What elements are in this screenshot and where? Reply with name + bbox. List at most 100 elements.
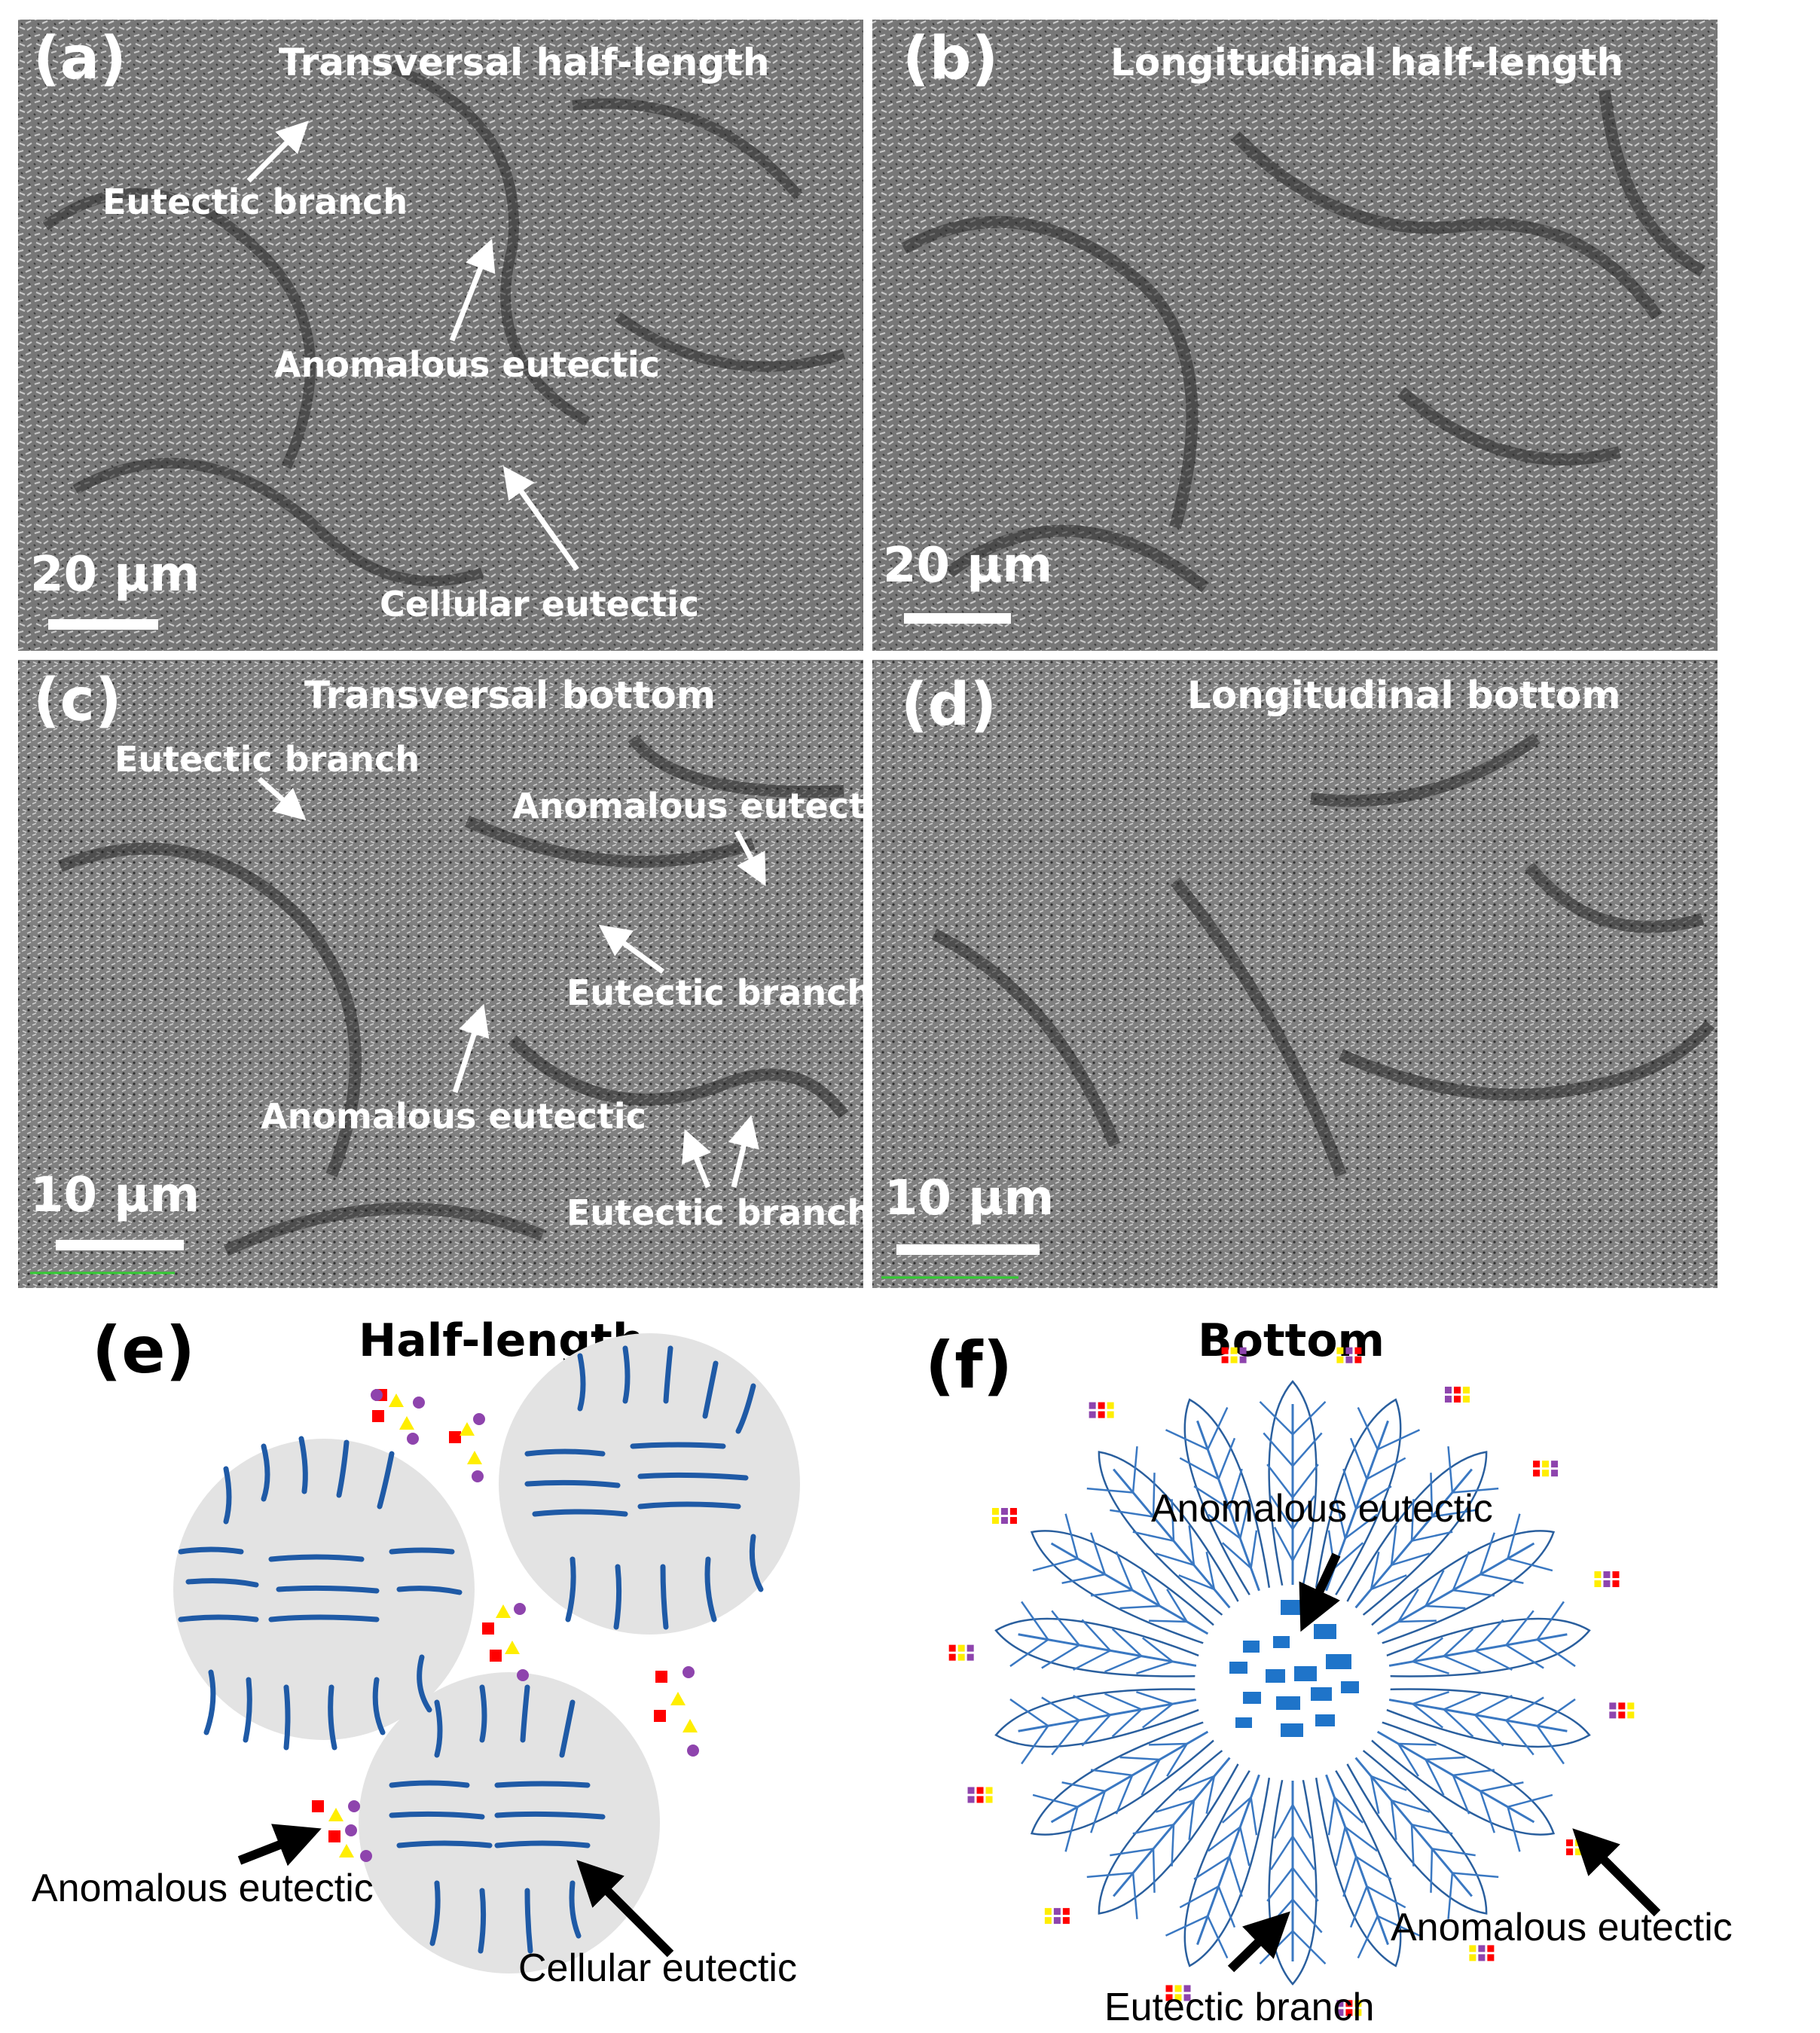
anomalous-marker — [1454, 1386, 1461, 1393]
petal-twig — [1131, 1446, 1138, 1493]
petal-twig — [1344, 1826, 1378, 1852]
petal-twig — [1086, 1872, 1134, 1879]
petal-twig — [1208, 1513, 1241, 1540]
anomalous-marker — [1345, 2009, 1353, 2016]
petal-twig — [1205, 1552, 1216, 1590]
petal — [1183, 1763, 1272, 1967]
anomalous-marker — [976, 1787, 984, 1794]
petal-twig — [1273, 1526, 1294, 1561]
petal-twig — [1391, 1552, 1431, 1567]
anomalous-marker — [1165, 1994, 1173, 2001]
anomalous-marker — [1594, 1580, 1602, 1588]
petal-twig — [1412, 1637, 1443, 1662]
petal-twig — [1425, 1570, 1445, 1607]
petal-twig — [1447, 1446, 1454, 1493]
scale-label-c: 10 µm — [30, 1168, 200, 1223]
anomalous-core — [1195, 1585, 1391, 1781]
petal-twig — [1110, 1509, 1154, 1518]
anomalous-marker — [957, 1644, 965, 1652]
petal-twig — [1064, 1513, 1079, 1559]
anomalous-marker — [976, 1796, 984, 1803]
petal-twig — [1410, 1824, 1415, 1867]
anomalous-marker — [991, 1517, 999, 1524]
petal-twig — [1366, 1885, 1406, 1909]
arrow-eutectic-branch-c3b — [728, 1115, 759, 1188]
anomalous-marker — [1609, 1702, 1617, 1710]
petal-twig — [1149, 1742, 1187, 1746]
petal-twig — [1141, 1759, 1161, 1796]
anomalous-marker — [966, 1653, 974, 1661]
sem-image-b — [872, 20, 1718, 651]
anomalous-marker — [985, 1796, 993, 1803]
petal-twig — [1179, 1885, 1220, 1909]
anomalous-markers-e2 — [482, 1603, 529, 1681]
anomalous-marker — [1230, 1347, 1238, 1354]
anomalous-marker — [1487, 1945, 1495, 1952]
label-anomalous-eutectic-f1: Anomalous eutectic — [1151, 1487, 1493, 1531]
petal-twig — [1333, 1542, 1364, 1569]
petal-twig — [1480, 1532, 1495, 1575]
anomalous-marker — [1627, 1711, 1635, 1719]
petal-twig — [1136, 1660, 1173, 1675]
petal-twig — [1193, 1485, 1230, 1510]
anomalous-marker — [1575, 1848, 1583, 1855]
petal-twig — [1228, 1856, 1243, 1897]
petal-twig — [1342, 1856, 1357, 1897]
petal-twig — [1061, 1573, 1106, 1584]
petal-twig — [1474, 1694, 1513, 1716]
anomalous-marker — [1336, 1356, 1344, 1363]
petal-twig — [1266, 1464, 1293, 1498]
sem-image-d — [872, 660, 1718, 1288]
petal-twig — [1292, 1400, 1327, 1436]
petal-twig — [1250, 1530, 1258, 1569]
petal-twig — [1115, 1551, 1134, 1591]
cell-e-bottom — [359, 1672, 660, 1973]
panel-letter-d: (d) — [901, 671, 997, 739]
petal-twig — [1086, 1487, 1134, 1494]
anomalous-marker — [1354, 1347, 1362, 1354]
petal-twig — [1335, 1499, 1346, 1539]
petal-twig — [1474, 1619, 1504, 1652]
petal-twig — [1397, 1589, 1419, 1622]
petal-twig — [1119, 1756, 1160, 1761]
petal-twig — [1370, 1775, 1380, 1814]
anomalous-marker — [1221, 1347, 1229, 1354]
petal-twig — [1152, 1473, 1156, 1517]
petal-twig — [1480, 1573, 1524, 1584]
petal-twig — [1041, 1696, 1080, 1722]
petal-twig — [1425, 1604, 1466, 1610]
scale-bar-a — [48, 619, 158, 630]
petal-twig — [1064, 1806, 1079, 1852]
petal-twig — [1165, 1429, 1208, 1451]
anomalous-marker — [1000, 1508, 1008, 1515]
panel-title-c: Transversal bottom — [304, 673, 716, 717]
petal-twig — [1081, 1714, 1111, 1747]
panel-f: (f) Bottom Anomalous eutectic Anomalous … — [925, 1314, 1733, 2029]
petal-twig — [1291, 1495, 1315, 1530]
petal-twig — [1474, 1650, 1513, 1671]
petal-twig — [1166, 1589, 1188, 1622]
anomalous-marker — [1618, 1711, 1626, 1719]
anomalous-marker — [1044, 1917, 1052, 1925]
petal — [1314, 1763, 1402, 1967]
anomalous-marker — [1345, 2000, 1353, 2007]
petal-twig — [1410, 1499, 1415, 1541]
petal-twig — [1259, 1400, 1293, 1436]
arrow-anomalous-eutectic-a — [449, 238, 496, 342]
anomalous-marker — [1239, 1347, 1247, 1354]
cell-outlines-d — [931, 733, 1715, 1177]
petal-twig — [1266, 1867, 1293, 1902]
anomalous-marker — [967, 1796, 975, 1803]
petal-twig — [1452, 1872, 1499, 1879]
panel-title-f: Bottom — [1198, 1314, 1385, 1367]
petal — [1379, 1688, 1591, 1748]
arrow-cellular-eutectic-e — [576, 1860, 674, 1958]
arrow-cellular-eutectic-a — [502, 466, 579, 572]
label-anomalous-eutectic-c1: Anomalous eutectic — [512, 786, 898, 826]
petal-twig — [1221, 1542, 1252, 1569]
anomalous-marker — [1354, 2009, 1362, 2016]
petal — [1379, 1617, 1591, 1677]
petal-twig — [1021, 1725, 1049, 1765]
petal-twig — [1536, 1601, 1565, 1641]
anomalous-marker — [1230, 1356, 1238, 1363]
